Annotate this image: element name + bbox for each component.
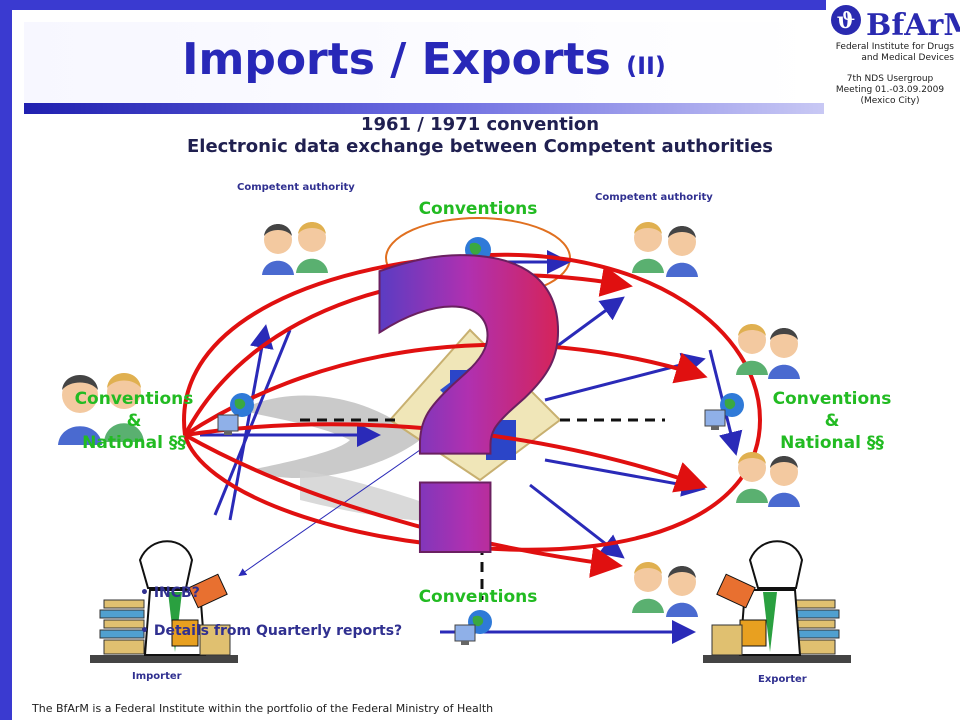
arrow-red — [184, 422, 708, 493]
subtitle-line1: 1961 / 1971 convention — [360, 114, 600, 135]
conventions-bottom-label: Conventions — [418, 587, 538, 607]
arrow-red — [183, 265, 633, 436]
note-text: Details from Quarterly reports? — [153, 623, 403, 639]
note-incb: • INCB? — [140, 585, 200, 601]
people-icon-right-lower — [736, 452, 800, 507]
page-title: Imports / Exports (II) — [0, 34, 848, 85]
label-line: & — [126, 411, 142, 431]
note-quarterly-reports: • Details from Quarterly reports? — [140, 623, 403, 639]
label-line: Conventions — [74, 389, 194, 409]
people-icon-authority-right — [632, 222, 698, 277]
computer-icon — [454, 624, 476, 645]
swoosh-shape — [240, 395, 420, 479]
title-suffix: (II) — [626, 52, 666, 80]
conventions-top-label: Conventions — [418, 199, 538, 219]
bfarm-logo-icon: ϑ — [831, 5, 861, 35]
note-text: INCB? — [153, 585, 200, 601]
people-icon-right-upper — [736, 324, 800, 379]
exporter-label: Exporter — [758, 674, 807, 685]
label-line: & — [824, 411, 840, 431]
label-line: Conventions — [772, 389, 892, 409]
svg-text:ϑ: ϑ — [837, 8, 856, 34]
footer-text: The BfArM is a Federal Institute within … — [32, 702, 494, 715]
question-mark-glyph: ? — [352, 182, 584, 647]
computer-icon — [704, 409, 726, 430]
right-conventions-national-label: Conventions & National §§ — [752, 388, 912, 454]
swoosh-shape-lower — [300, 470, 470, 522]
arrow-thin-blue — [238, 449, 421, 577]
globe-icon — [230, 393, 254, 417]
subtitle-line2: Electronic data exchange between Compete… — [186, 136, 774, 157]
importer-label: Importer — [132, 671, 182, 682]
arrow-red — [184, 433, 623, 578]
meeting-line: Meeting 01.-03.09.2009 — [835, 85, 945, 95]
people-icon-left — [58, 373, 144, 445]
people-icon-authority-left — [262, 222, 328, 275]
competent-authority-right-label: Competent authority — [595, 192, 713, 203]
label-line: National §§ — [780, 433, 884, 453]
label-line: National §§ — [82, 433, 186, 453]
importer-figure-icon — [90, 540, 238, 663]
meeting-line: 7th NDS Usergroup — [846, 74, 934, 84]
globe-icon — [720, 393, 744, 417]
org-name: Federal Institute for Drugs and Medical … — [826, 42, 954, 64]
left-conventions-national-label: Conventions & National §§ — [54, 388, 214, 454]
title-background — [24, 22, 824, 112]
globe-icon — [465, 237, 491, 263]
computer-icon — [217, 414, 239, 435]
meeting-info: 7th NDS Usergroup Meeting 01.-03.09.2009… — [826, 74, 954, 107]
org-line: Federal Institute for Drugs — [835, 42, 954, 52]
meeting-line: (Mexico City) — [860, 96, 920, 106]
people-icon-bottom — [632, 562, 698, 617]
title-rule — [24, 103, 824, 114]
subtitle: 1961 / 1971 convention Electronic data e… — [20, 114, 940, 158]
logo-text: BfArM — [866, 8, 960, 43]
exporter-figure-icon — [703, 540, 851, 663]
org-line: and Medical Devices — [861, 53, 954, 63]
arrow-red-loop — [182, 252, 763, 552]
competent-authority-left-label: Competent authority — [237, 182, 355, 193]
frame-left-bar — [0, 0, 12, 720]
frame-top-bar — [0, 0, 830, 10]
title-main: Imports / Exports — [182, 34, 611, 85]
